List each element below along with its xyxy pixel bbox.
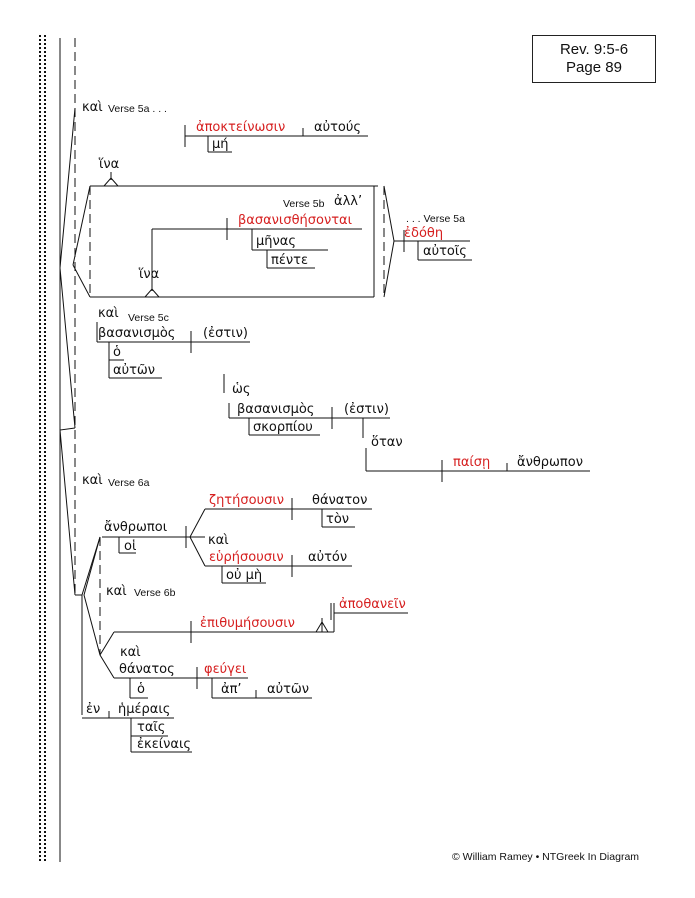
word-kai-1: καὶ xyxy=(82,100,103,115)
word-autous: αὐτούς xyxy=(314,120,362,135)
word-anthropon: ἄνθρωπον xyxy=(517,455,583,470)
word-epithumesousin: ἐπιθυμήσουσιν xyxy=(200,616,295,631)
word-auton-3: αὐτῶν xyxy=(267,682,310,697)
word-ho-1: ὁ xyxy=(113,345,121,360)
word-skorpiou: σκορπίου xyxy=(253,420,313,435)
word-all: ἀλλ’ xyxy=(334,194,363,209)
word-kai-3: καὶ xyxy=(82,473,103,488)
word-kai-4: καὶ xyxy=(208,533,229,548)
word-basanismos-1: βασανισμὸς xyxy=(98,326,176,341)
word-pente: πέντε xyxy=(271,253,308,268)
word-heuresousin: εὑρήσουσιν xyxy=(209,550,284,565)
word-anthropoi: ἄνθρωποι xyxy=(104,520,168,535)
word-zetesousin: ζητήσουσιν xyxy=(209,493,284,508)
word-basanismos-2: βασανισμὸς xyxy=(237,402,315,417)
word-basanisthesontai: βασανισθήσονται xyxy=(238,213,353,228)
verse-label-6b: Verse 6b xyxy=(134,587,176,599)
verse-label-5b: Verse 5b xyxy=(283,198,325,210)
word-estin-2: (ἐστιν) xyxy=(344,402,389,417)
reference-verse: Rev. 9:5-6 xyxy=(559,41,629,58)
word-auton-2: αὐτόν xyxy=(308,550,348,565)
word-hotan: ὅταν xyxy=(371,435,403,450)
word-me: μή xyxy=(212,137,229,152)
word-auton-1: αὐτῶν xyxy=(113,363,156,378)
verse-label-6a: Verse 6a xyxy=(108,477,150,489)
word-ekeinais: ἐκείναις xyxy=(137,737,191,752)
word-thanatos: θάνατος xyxy=(119,662,175,677)
word-ou-me: οὐ μὴ xyxy=(226,568,263,583)
word-hemerais: ἡμέραις xyxy=(118,702,171,717)
word-hoi: οἱ xyxy=(124,539,137,554)
verse-label-5c: Verse 5c xyxy=(128,312,169,324)
word-hina-1: ἵνα xyxy=(99,157,120,172)
word-ton: τὸν xyxy=(326,512,350,527)
word-estin-1: (ἐστιν) xyxy=(203,326,248,341)
word-kai-2: καὶ xyxy=(98,306,119,321)
word-menas: μῆνας xyxy=(256,234,296,249)
copyright-footer: © William Ramey • NTGreek In Diagram xyxy=(452,851,640,863)
word-en: ἐν xyxy=(86,702,101,717)
verse-label-5a-cont: . . . Verse 5a xyxy=(406,213,465,225)
word-pheugei: φεύγει xyxy=(204,662,247,677)
word-edothe: ἐδόθη xyxy=(404,226,444,241)
word-apokteinosin: ἀποκτείνωσιν xyxy=(196,120,286,135)
word-autois: αὐτοῖς xyxy=(423,244,467,259)
word-tais: ταῖς xyxy=(137,720,166,735)
word-kai-5: καὶ xyxy=(106,584,127,599)
word-ho-2: ὁ xyxy=(137,682,145,697)
reference-box: Rev. 9:5-6 Page 89 xyxy=(532,35,656,83)
verse-label-5a: Verse 5a . . . xyxy=(108,103,167,115)
word-ap: ἀπ’ xyxy=(221,682,242,697)
word-hina-2: ἵνα xyxy=(139,267,160,282)
word-hos: ὡς xyxy=(232,382,251,397)
reference-page: Page 89 xyxy=(566,59,622,76)
word-kai-6: καὶ xyxy=(120,645,141,660)
word-thanaton: θάνατον xyxy=(312,493,368,508)
word-paise: παίσῃ xyxy=(453,455,491,470)
word-apothanein: ἀποθανεῖν xyxy=(339,597,406,612)
